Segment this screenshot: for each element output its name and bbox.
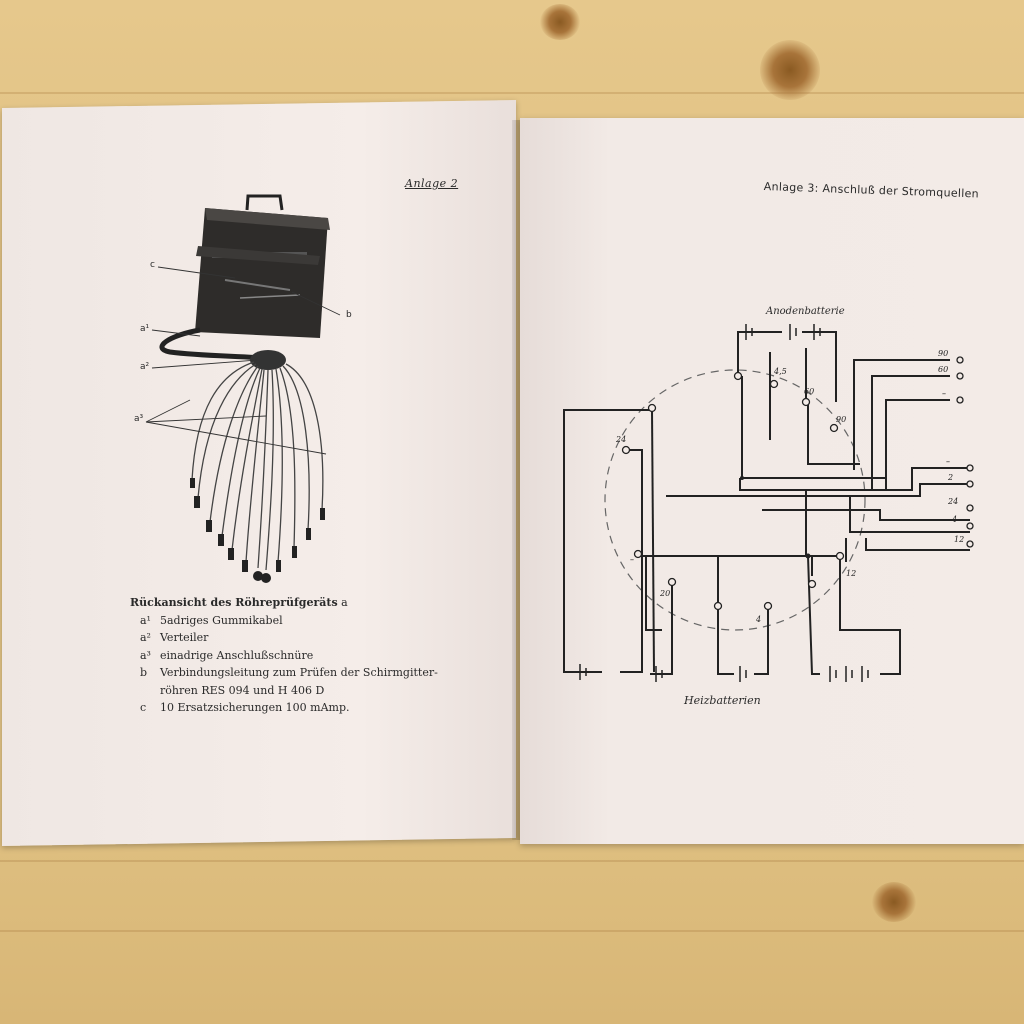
node-label: 20 — [659, 589, 670, 598]
caption-item-text: 10 Ersatzsicherungen 100 mAmp. — [160, 701, 350, 714]
caption-item-text: einadrige Anschlußschnüre — [160, 648, 314, 662]
terminal-label: 2 — [947, 473, 953, 482]
caption-item-label: c — [140, 701, 147, 714]
wiring-diagram: 90 60 – – 2 24 4 12 4,5 60 90 24 – 20 4 … — [563, 324, 974, 682]
wood-grain — [0, 92, 1024, 94]
terminal-label: 60 — [938, 365, 948, 374]
caption-item: a¹ 5adriges Gummikabel — [130, 612, 438, 630]
terminal-label: 24 — [947, 497, 958, 506]
tube-tester-illustration — [145, 194, 341, 583]
terminal-label: – — [946, 457, 950, 466]
node-label: 60 — [804, 387, 814, 396]
caption-title: Rückansicht des Röhreprüfgeräts — [130, 596, 338, 609]
callout-b: b — [346, 310, 352, 320]
heater-batteries-label: Heizbatterien — [684, 694, 761, 707]
callout-a3: a³ — [134, 414, 144, 424]
caption-item-label: a² — [140, 631, 151, 644]
caption-item: röhren RES 094 und H 406 D — [130, 682, 438, 700]
anode-battery-label: Anodenbatterie — [766, 306, 845, 317]
caption-item-text: 5adriges Gummikabel — [160, 613, 283, 627]
caption-item-label: b — [140, 666, 148, 679]
figure-caption: Rückansicht des Röhreprüfgeräts a a¹ 5adr… — [130, 594, 438, 717]
caption-item: b Verbindungsleitung zum Prüfen der Schir… — [130, 664, 438, 682]
caption-item: a³ einadrige Anschlußschnüre — [130, 647, 438, 665]
terminal-label: 4 — [951, 515, 957, 524]
wood-knot — [760, 40, 820, 100]
wood-grain — [0, 860, 1024, 862]
caption-item-text: röhren RES 094 und H 406 D — [160, 683, 325, 697]
caption-title-suffix: a — [341, 596, 348, 609]
callout-a1: a¹ — [140, 324, 150, 334]
node-label: 24 — [615, 435, 626, 444]
node-label: – — [630, 555, 634, 564]
node-label: 4 — [755, 615, 761, 624]
right-page — [520, 118, 1024, 844]
node-label: 90 — [836, 415, 846, 424]
terminal-label: 12 — [954, 535, 964, 544]
left-page-header: Anlage 2 — [405, 177, 459, 190]
caption-item: c 10 Ersatzsicherungen 100 mAmp. — [130, 699, 438, 717]
callout-a2: a² — [140, 362, 150, 372]
caption-item-label: a¹ — [140, 613, 151, 627]
wood-grain — [0, 930, 1024, 932]
caption-item-text: Verbindungsleitung zum Prüfen der Schirm… — [160, 666, 438, 679]
node-label: 12 — [846, 569, 856, 578]
node-label: 4,5 — [773, 367, 787, 376]
wood-knot — [540, 4, 580, 40]
terminal-label: 90 — [938, 349, 948, 358]
caption-item-label — [130, 682, 160, 700]
terminal-label: – — [942, 389, 946, 398]
callout-c: c — [150, 260, 155, 270]
caption-item-label: a³ — [140, 648, 151, 662]
caption-item: a² Verteiler — [130, 629, 438, 647]
caption-title-row: Rückansicht des Röhreprüfgeräts a — [130, 594, 438, 612]
caption-item-text: Verteiler — [160, 631, 209, 644]
wood-knot — [872, 882, 916, 922]
